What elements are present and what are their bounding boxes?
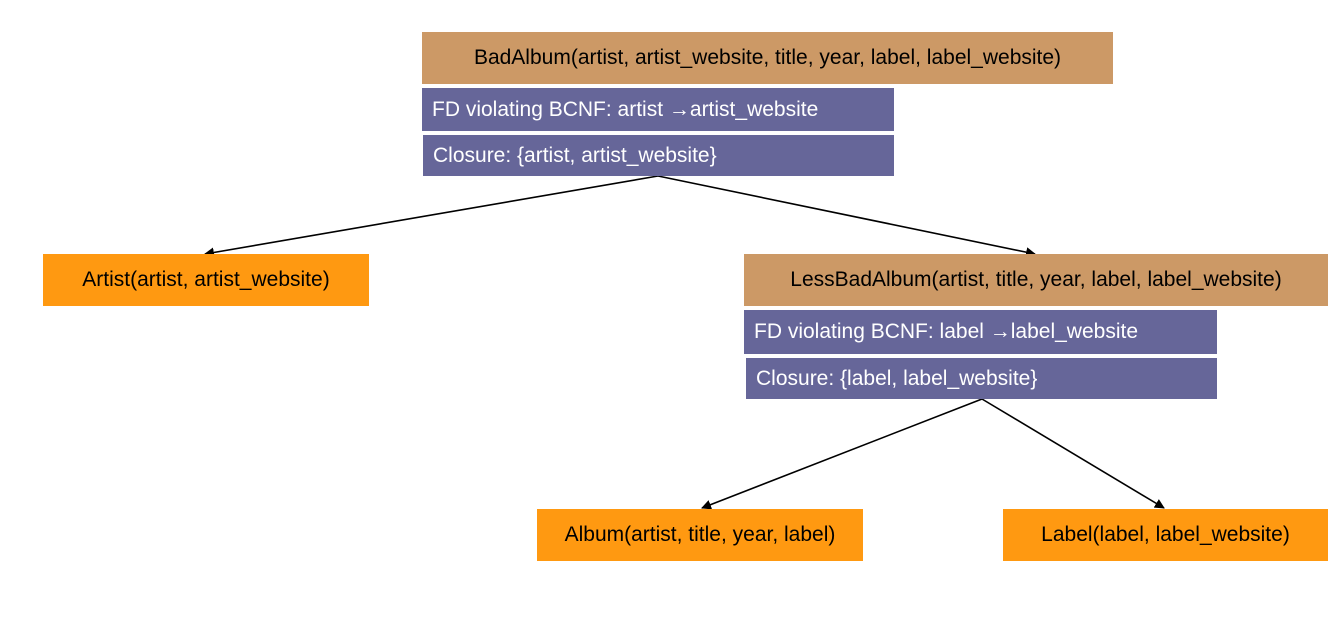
badalbum-title: BadAlbum(artist, artist_website, title, … <box>473 46 1062 69</box>
label-title: Label(label, label_website) <box>1041 523 1290 546</box>
label-relation: Label(label, label_website) <box>1003 509 1328 561</box>
edge-lessbadalbum-to-album <box>701 398 983 510</box>
album-title: Album(artist, title, year, label) <box>564 523 836 546</box>
artist-title: Artist(artist, artist_website) <box>82 268 330 291</box>
edge-badalbum-to-lessbadalbum <box>657 175 1036 258</box>
artist-relation: Artist(artist, artist_website) <box>43 254 369 306</box>
lessbadalbum-closure-text: Closure: {label, label_website} <box>756 366 1038 390</box>
edge-lessbadalbum-to-label <box>981 398 1165 509</box>
badalbum-relation: BadAlbum(artist, artist_website, title, … <box>422 32 1113 84</box>
badalbum-closure: Closure: {artist, artist_website} <box>423 135 894 176</box>
album-relation: Album(artist, title, year, label) <box>537 509 863 561</box>
edge-badalbum-to-artist <box>204 175 659 258</box>
badalbum-fd: FD violating BCNF: artist →artist_websit… <box>422 88 894 131</box>
lessbadalbum-title: LessBadAlbum(artist, title, year, label,… <box>790 268 1282 291</box>
lessbadalbum-fd: FD violating BCNF: label →label_website <box>744 310 1217 354</box>
lessbadalbum-closure: Closure: {label, label_website} <box>746 358 1217 399</box>
badalbum-closure-text: Closure: {artist, artist_website} <box>433 143 717 167</box>
lessbadalbum-relation: LessBadAlbum(artist, title, year, label,… <box>744 254 1328 306</box>
lessbadalbum-fd-text: FD violating BCNF: label →label_website <box>754 320 1138 343</box>
badalbum-fd-text: FD violating BCNF: artist →artist_websit… <box>432 97 819 121</box>
